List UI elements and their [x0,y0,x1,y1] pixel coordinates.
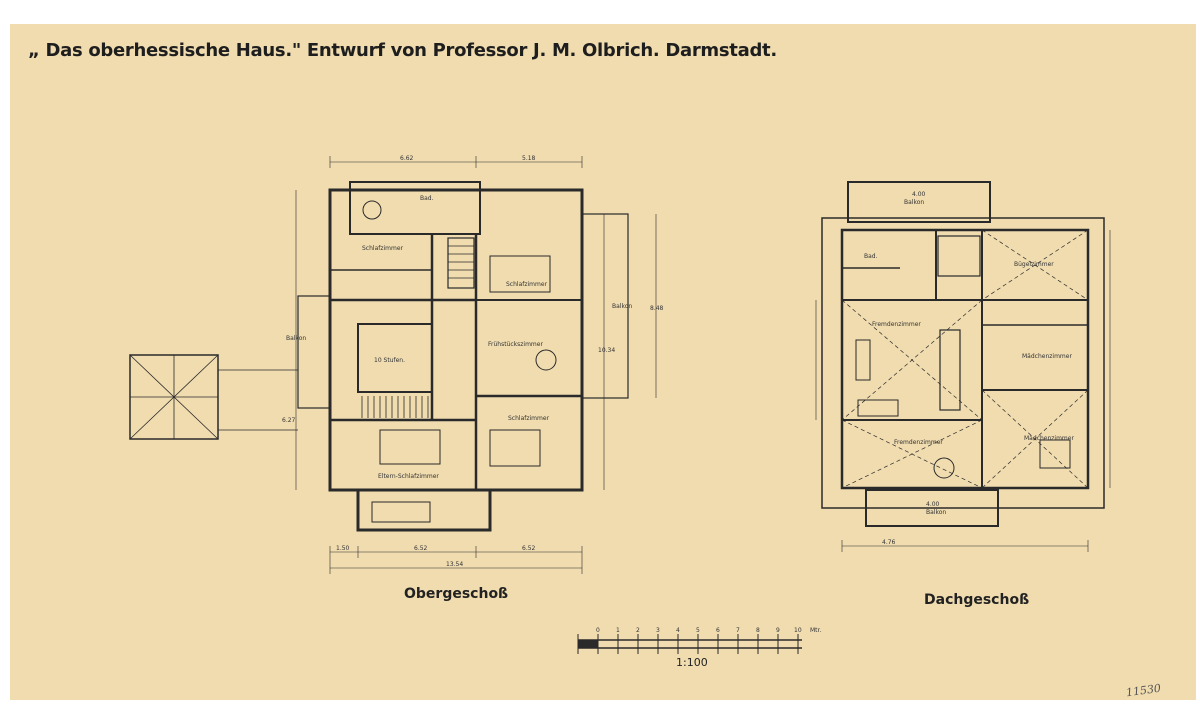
room-label-fremden-top: Fremdenzimmer [872,321,921,328]
dim-bottom2: 6.52 [414,545,428,552]
room-label-eltern: Eltern-Schlafzimmer [378,473,439,480]
scale-ratio: 1:100 [676,656,708,669]
scale-tick-1: 1 [616,627,620,634]
dim-side-left: 6.27 [282,417,296,424]
room-label-fremden-bottom: Fremdenzimmer [894,439,943,446]
room-label-bad-attic: Bad. [864,253,878,260]
scale-tick-10: 10 [794,627,802,634]
dim-top1: 6.62 [400,155,414,162]
scale-tick-9: 9 [776,627,780,634]
attic-floor-plan [815,181,1111,552]
room-label-balkon-right: Balkon [612,303,632,310]
scale-tick-0: 0 [596,627,600,634]
room-label-schlaf-lower: Schlafzimmer [508,415,550,422]
caption-obergeschoss: Obergeschoß [404,586,509,602]
room-label-balkon-bottom: Balkon [926,509,946,516]
scale-tick-5: 5 [696,627,700,634]
drawing-paper [10,24,1196,700]
dim-total: 13.54 [446,561,463,568]
caption-dachgeschoss: Dachgeschoß [924,592,1030,608]
scale-bar [577,634,802,654]
room-label-balkon-top: Balkon [904,199,924,206]
scale-tick-8: 8 [756,627,760,634]
attic-labels: Balkon Bad. Bügelzimmer Fremdenzimmer Mä… [864,191,1074,546]
dim-right-mid: 10.34 [598,347,615,354]
room-label-maedchen-bottom: Mädchenzimmer [1024,435,1074,442]
dim-top2: 5.18 [522,155,536,162]
scale-tick-6: 6 [716,627,720,634]
dim-bottom3: 6.52 [522,545,536,552]
scale-tick-3: 3 [656,627,660,634]
room-label-schlaf-left: Schlafzimmer [362,245,404,252]
dim-attic-top: 4.00 [912,191,926,198]
scale-tick-7: 7 [736,627,740,634]
dim-right-total: 8.48 [650,305,664,312]
scale-tick-2: 2 [636,627,640,634]
upper-floor-labels: Bad. Schlafzimmer Schlafzimmer Frühstück… [282,155,664,568]
sheet-title: „ Das oberhessische Haus." Entwurf von P… [28,40,777,61]
dim-attic-bottom: 4.00 [926,501,940,508]
scale-unit: Mtr. [810,627,821,634]
dim-bottom1: 1.50 [336,545,350,552]
upper-floor-plan [129,156,657,574]
room-label-fruehstueck: Frühstückszimmer [488,341,543,348]
room-label-balkon-left: Balkon [286,335,306,342]
room-label-schlaf-right: Schlafzimmer [506,281,548,288]
room-label-bad-upper: Bad. [420,195,434,202]
room-label-buegel: Bügelzimmer [1014,261,1054,268]
room-label-maedchen-right: Mädchenzimmer [1022,353,1072,360]
room-label-stairs: 10 Stufen. [374,357,405,364]
scale-tick-labels: 0 1 2 3 4 5 6 7 8 9 10 Mtr. [596,627,821,634]
dim-attic-base: 4.76 [882,539,896,546]
scale-tick-4: 4 [676,627,680,634]
